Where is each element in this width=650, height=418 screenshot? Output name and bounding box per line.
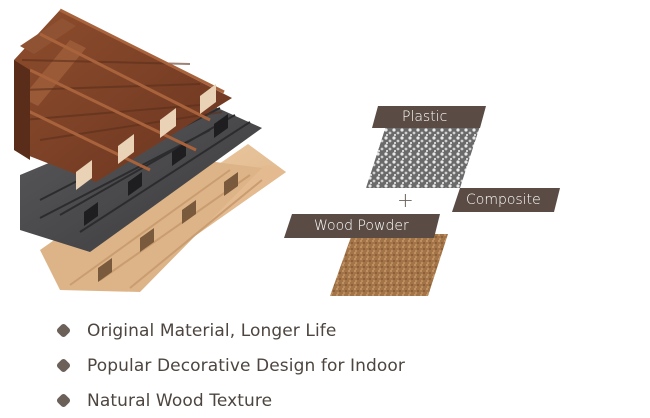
- list-item: Popular Decorative Design for Indoor: [55, 348, 406, 383]
- feature-text: Natural Wood Texture: [87, 390, 273, 411]
- plus-sign: +: [397, 188, 414, 212]
- bullet-icon: [55, 322, 72, 339]
- feature-text: Original Material, Longer Life: [87, 320, 337, 341]
- walnut-panel: [14, 8, 232, 190]
- list-item: Original Material, Longer Life: [55, 313, 405, 348]
- feature-text: Popular Decorative Design for Indoor: [87, 355, 406, 376]
- plastic-label-bg: [372, 106, 486, 128]
- bullet-icon: [55, 357, 72, 374]
- list-item: Natural Wood Texture: [55, 383, 405, 418]
- fluted-panels-illustration: [14, 8, 286, 292]
- wood-powder-label-bg: [284, 214, 440, 238]
- wood-powder-label: Wood Powder: [314, 218, 409, 234]
- plastic-pellets-image: [366, 126, 480, 188]
- feature-list: Original Material, Longer Life Popular D…: [55, 313, 406, 418]
- light-oak-panel: [40, 144, 286, 292]
- bullet-icon: [55, 392, 72, 409]
- composite-label-bg: [452, 188, 560, 212]
- wood-powder-image: [330, 234, 448, 296]
- plastic-label: Plastic: [402, 109, 448, 125]
- composite-label: Composite: [466, 192, 541, 208]
